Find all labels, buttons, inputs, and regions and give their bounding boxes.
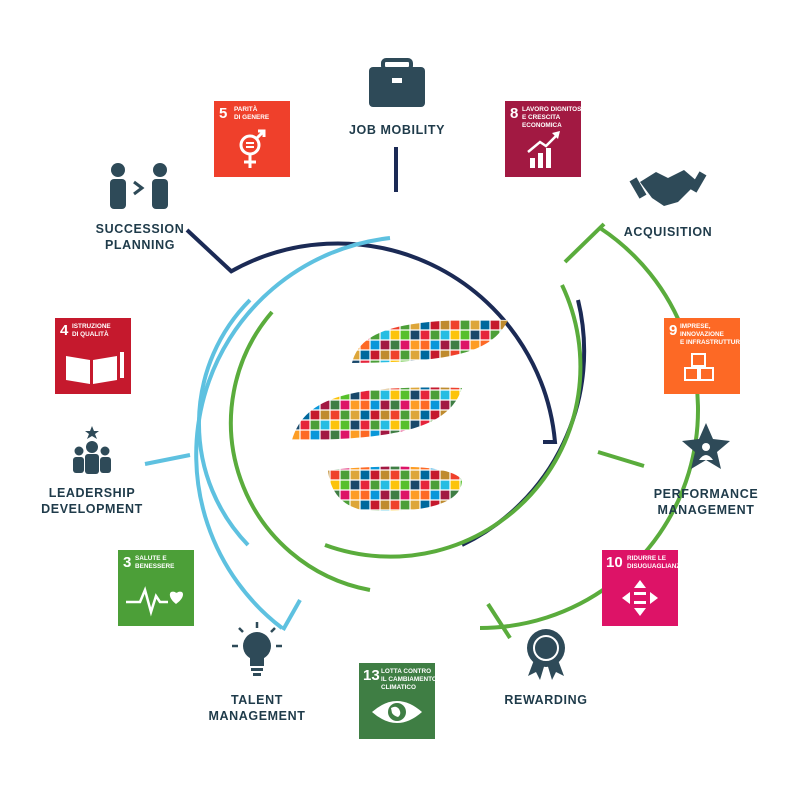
gender-equality-icon <box>239 129 266 168</box>
sdg-13-line2: IL CAMBIAMENTO <box>381 676 437 683</box>
sdg-3-line1: SALUTE E <box>135 555 167 562</box>
sdg-10-tile: 10 RIDURRE LE DISUGUAGLIANZE <box>602 550 685 626</box>
sdg-8-tile: 8 LAVORO DIGNITOSO E CRESCITA ECONOMICA <box>505 101 586 177</box>
reduced-inequality-icon <box>622 580 658 616</box>
sdg-8-line3: ECONOMICA <box>522 122 562 129</box>
award-ribbon-icon <box>527 629 565 680</box>
topic-talent: TALENT MANAGEMENT <box>209 622 306 723</box>
rewarding-label: REWARDING <box>504 693 587 707</box>
briefcase-icon <box>369 58 425 107</box>
star-person-icon <box>682 423 730 469</box>
sdg-13-line1: LOTTA CONTRO <box>381 668 431 675</box>
topic-rewarding: REWARDING <box>504 629 587 707</box>
performance-label-line2: MANAGEMENT <box>658 503 755 517</box>
navy-arc <box>229 241 558 444</box>
sdg-10-line1: RIDURRE LE <box>627 555 667 562</box>
sdg-9-line2: INNOVAZIONE <box>680 331 725 338</box>
eye-globe-icon <box>372 701 422 723</box>
handshake-icon <box>629 170 707 206</box>
team-leader-icon <box>73 426 111 474</box>
logo-leaf-bottom <box>328 466 462 511</box>
sdg-8-number: 8 <box>510 105 518 122</box>
topic-succession: SUCCESSION PLANNING <box>96 163 185 252</box>
sdg-4-line1: ISTRUZIONE <box>72 323 111 330</box>
sdg-9-line1: IMPRESE, <box>680 323 711 330</box>
light-blue-inner-arc <box>197 298 252 547</box>
topic-performance: PERFORMANCE MANAGEMENT <box>654 423 759 517</box>
sdg-3-background <box>118 550 194 626</box>
sdg-13-line3: CLIMATICO <box>381 684 416 691</box>
succession-label-line1: SUCCESSION <box>96 222 185 236</box>
connector-performance <box>597 450 645 468</box>
connector-acquisition <box>563 222 606 264</box>
sdg-4-tile: 4 ISTRUZIONE DI QUALITÀ <box>55 318 131 394</box>
leadership-label-line1: LEADERSHIP <box>49 486 136 500</box>
sdg-5-line1: PARITÀ <box>234 104 258 113</box>
sdg-3-tile: 3 SALUTE E BENESSERE <box>118 550 194 626</box>
open-book-icon <box>66 352 124 384</box>
topic-leadership: LEADERSHIP DEVELOPMENT <box>41 426 143 516</box>
sdg-5-line2: DI GENERE <box>234 114 270 121</box>
light-blue-arc <box>194 236 391 630</box>
logo-leaf-middle <box>292 387 462 440</box>
sdg-9-number: 9 <box>669 322 677 339</box>
sdg-9-background <box>664 318 740 394</box>
job-mobility-label: JOB MOBILITY <box>349 123 445 137</box>
succession-label-line2: PLANNING <box>105 238 175 252</box>
green-arc <box>479 226 700 630</box>
talent-label-line1: TALENT <box>231 693 283 707</box>
sdg-13-tile: 13 LOTTA CONTRO IL CAMBIAMENTO CLIMATICO <box>359 663 437 739</box>
green-left-arc <box>228 310 371 592</box>
connector-talent <box>281 599 302 631</box>
performance-label-line1: PERFORMANCE <box>654 487 759 501</box>
succession-people-icon <box>110 163 168 209</box>
cubes-icon <box>684 353 714 381</box>
center-logo <box>292 319 508 511</box>
sdg-5-background <box>214 101 290 177</box>
sdg-8-line1: LAVORO DIGNITOSO <box>522 106 586 113</box>
connector-succession <box>185 228 234 274</box>
topic-acquisition: ACQUISITION <box>624 170 713 239</box>
sdg-3-line2: BENESSERE <box>135 563 175 570</box>
sdg-10-number: 10 <box>606 554 623 571</box>
connector-leadership <box>144 453 191 466</box>
sdg-9-line3: E INFRASTRUTTURE <box>680 339 745 346</box>
sdg-13-number: 13 <box>363 667 380 684</box>
heartbeat-icon <box>126 586 184 617</box>
sdg-3-number: 3 <box>123 554 131 571</box>
sdg-5-tile: 5 PARITÀ DI GENERE <box>214 101 290 177</box>
connector-rewarding <box>486 602 512 640</box>
acquisition-label: ACQUISITION <box>624 225 713 239</box>
topic-job-mobility: JOB MOBILITY <box>349 58 445 137</box>
sdg-9-tile: 9 IMPRESE, INNOVAZIONE E INFRASTRUTTURE <box>664 318 745 394</box>
leadership-label-line2: DEVELOPMENT <box>41 502 143 516</box>
growth-chart-icon <box>527 131 560 168</box>
sdg-5-number: 5 <box>219 105 227 122</box>
lightbulb-icon <box>232 622 282 676</box>
sdg-4-number: 4 <box>60 322 69 339</box>
talent-label-line2: MANAGEMENT <box>209 709 306 723</box>
sdg-8-line2: E CRESCITA <box>522 114 561 121</box>
logo-leaf-top <box>352 319 508 363</box>
cycle-arcs <box>144 147 700 640</box>
sdg-4-line2: DI QUALITÀ <box>72 329 109 338</box>
sdg-10-line2: DISUGUAGLIANZE <box>627 563 685 570</box>
green-inner-arc <box>324 284 583 559</box>
